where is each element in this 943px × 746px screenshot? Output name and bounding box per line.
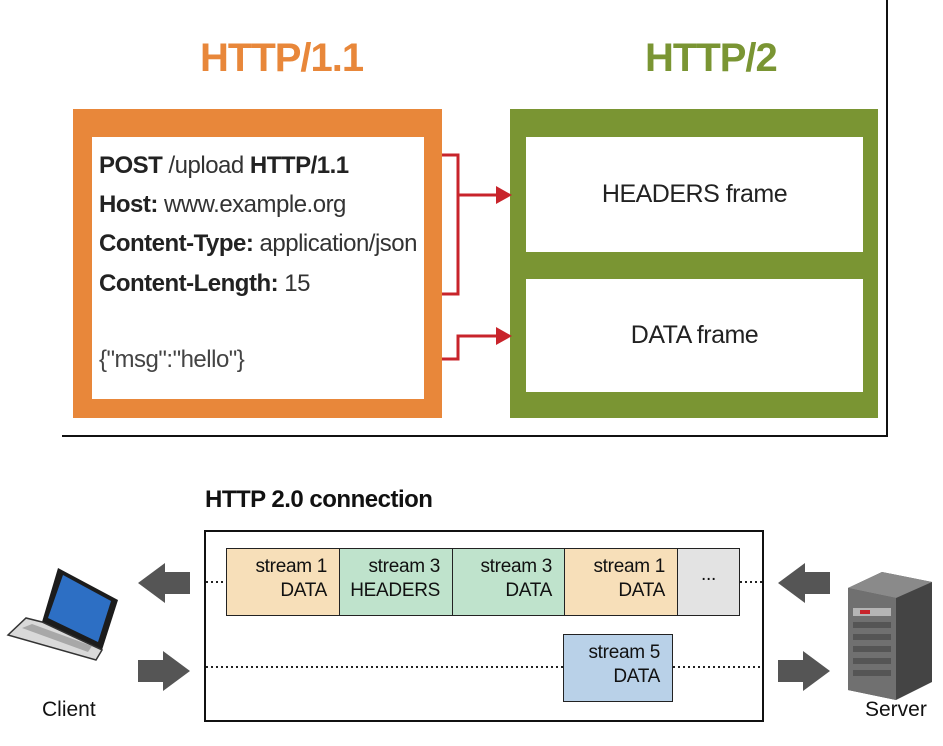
segment-ellipsis: ... [701,564,716,585]
right-arrow-to-server [778,651,830,691]
segment-stream1-data-a: stream 1 DATA [226,548,340,616]
headers-mapping-arrowhead [496,186,512,204]
data-frame-label: DATA frame [630,321,759,349]
segment-stream-label: stream 1 [593,556,665,577]
left-arrow-to-client [138,563,190,603]
segment-stream3-data: stream 3 DATA [452,548,565,616]
server-label: Server [865,698,927,721]
connection-title: HTTP 2.0 connection [205,486,433,513]
http11-message-inner [92,137,424,399]
data-mapping-arrowhead [496,327,512,345]
content-length-line: Content-Length: 15 [99,270,310,298]
content-length-key: Content-Length: [99,270,279,297]
content-type-line: Content-Type: application/json [99,230,417,258]
request-version: HTTP/1.1 [249,152,349,179]
request-path: /upload [162,152,250,179]
request-line: POST /upload HTTP/1.1 [99,152,349,180]
headers-frame-label: HEADERS frame [601,180,788,208]
segment-type-label: DATA [618,580,665,601]
top-figure-right-border [886,0,888,437]
host-header-key: Host: [99,191,158,218]
segment-type-label: HEADERS [350,580,440,601]
segment-type-label: DATA [613,666,660,687]
headers-frame: HEADERS frame [526,137,863,252]
segment-stream-label: stream 3 [368,556,440,577]
right-arrow-from-client [138,651,190,691]
segment-stream1-data-b: stream 1 DATA [564,548,678,616]
server-icon [848,572,932,700]
host-header-line: Host: www.example.org [99,191,346,219]
content-type-key: Content-Type: [99,230,254,257]
segment-stream-label: stream 3 [480,556,552,577]
segment-stream3-headers: stream 3 HEADERS [339,548,453,616]
laptop-icon [6,568,118,661]
connection-box [204,530,764,722]
request-body: {"msg":"hello"} [99,346,245,373]
segment-more: ... [677,548,740,616]
headers-mapping-bracket [442,153,496,296]
segment-stream-label: stream 5 [588,642,660,663]
data-mapping-bracket [442,334,496,361]
content-length-value: 15 [278,270,310,297]
host-header-value: www.example.org [157,191,346,218]
http11-title: HTTP/1.1 [200,36,364,80]
http2-title: HTTP/2 [645,36,778,80]
segment-type-label: DATA [280,580,327,601]
content-type-value: application/json [253,230,418,257]
left-arrow-from-server [778,563,830,603]
request-method: POST [99,152,163,179]
top-figure-bottom-border [62,435,888,437]
data-frame: DATA frame [526,279,863,392]
segment-stream5-data: stream 5 DATA [563,634,673,702]
segment-stream-label: stream 1 [255,556,327,577]
client-label: Client [42,698,96,721]
segment-type-label: DATA [505,580,552,601]
